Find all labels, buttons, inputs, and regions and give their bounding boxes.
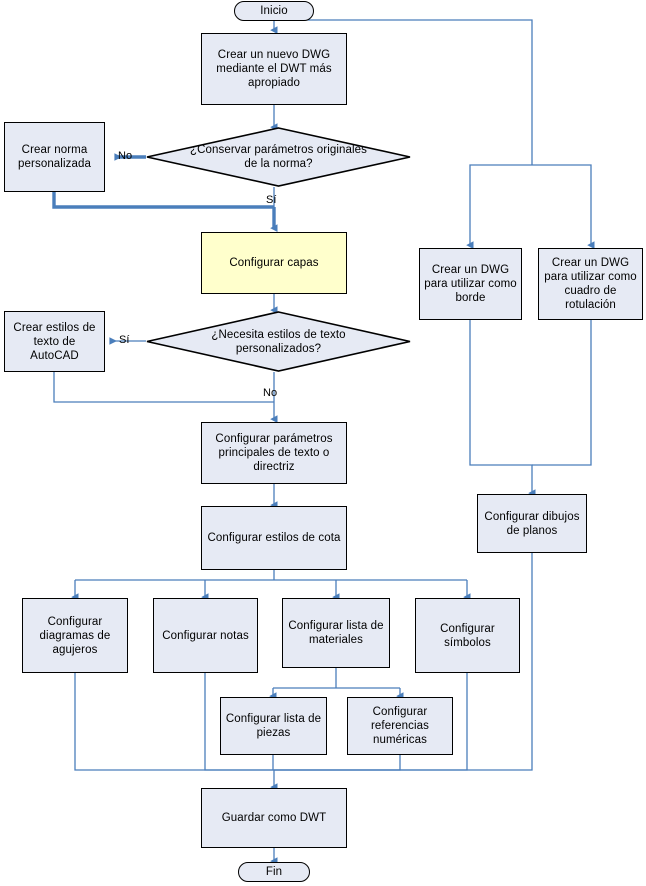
edge-crear-norma-return bbox=[52, 192, 274, 209]
node-crear-estilos-texto[interactable]: Crear estilos de texto de AutoCAD bbox=[4, 311, 105, 372]
node-crear-norma-label: Crear norma personalizada bbox=[18, 144, 91, 170]
edge-right-branch-to-borde bbox=[466, 164, 532, 250]
edge-label-texto-no: No bbox=[263, 387, 278, 399]
node-guardar-dwt[interactable]: Guardar como DWT bbox=[201, 788, 347, 848]
node-config-dibujos-planos-label: Configurar dibujos de planos bbox=[484, 510, 580, 537]
node-dwg-borde-label: Crear un DWG para utilizar como borde bbox=[424, 264, 517, 304]
node-config-lista-piezas-label: Configurar lista de piezas bbox=[225, 713, 322, 739]
node-create-dwg[interactable]: Crear un nuevo DWG mediante el DWT más a… bbox=[201, 33, 347, 105]
node-config-dibujos-planos[interactable]: Configurar dibujos de planos bbox=[477, 494, 587, 553]
node-start-label: Inicio bbox=[260, 5, 288, 17]
node-crear-estilos-texto-label: Crear estilos de texto de AutoCAD bbox=[13, 321, 96, 362]
edge-right-branch-to-rotulacion bbox=[532, 164, 595, 250]
node-config-estilos-cota-label: Configurar estilos de cota bbox=[207, 532, 341, 544]
edge-refs-to-rail bbox=[274, 755, 401, 771]
edge-borde-to-planos bbox=[469, 320, 536, 498]
node-config-simbolos[interactable]: Configurar símbolos bbox=[415, 598, 520, 673]
node-decision-texto-label: ¿Necesita estilos de texto personalizado… bbox=[211, 328, 346, 355]
decision-texto-shape bbox=[146, 311, 411, 372]
node-create-dwg-label: Crear un nuevo DWG mediante el DWT más a… bbox=[216, 49, 332, 89]
node-config-refs-numericas-label: Configurar referencias numéricas bbox=[371, 706, 429, 746]
node-config-lista-materiales-label: Configurar lista de materiales bbox=[288, 620, 384, 646]
node-config-diagramas[interactable]: Configurar diagramas de agujeros bbox=[22, 598, 128, 673]
edge-label-norma-si: Sí bbox=[266, 194, 277, 206]
node-config-refs-numericas[interactable]: Configurar referencias numéricas bbox=[347, 697, 453, 755]
edge-rotulacion-to-planos bbox=[532, 320, 592, 466]
node-configurar-capas[interactable]: Configurar capas bbox=[201, 232, 347, 294]
node-config-simbolos-label: Configurar símbolos bbox=[440, 622, 495, 649]
node-guardar-dwt-label: Guardar como DWT bbox=[221, 812, 327, 824]
node-crear-norma[interactable]: Crear norma personalizada bbox=[4, 122, 105, 192]
node-config-estilos-cota[interactable]: Configurar estilos de cota bbox=[201, 506, 347, 570]
node-dwg-rotulacion-label: Crear un DWG para utilizar como cuadro d… bbox=[544, 257, 637, 311]
node-config-lista-materiales[interactable]: Configurar lista de materiales bbox=[282, 598, 390, 668]
decision-norma-shape bbox=[146, 127, 411, 187]
node-decision-norma[interactable]: ¿Conservar parámetros originales de la n… bbox=[146, 127, 411, 187]
node-config-lista-piezas[interactable]: Configurar lista de piezas bbox=[220, 697, 327, 755]
node-decision-norma-label: ¿Conservar parámetros originales de la n… bbox=[189, 144, 368, 170]
edge-label-texto-si: Sí bbox=[119, 334, 130, 346]
node-config-notas-label: Configurar notas bbox=[162, 629, 249, 642]
node-end[interactable]: Fin bbox=[238, 862, 310, 882]
node-config-param-texto[interactable]: Configurar parámetros principales de tex… bbox=[201, 422, 347, 484]
node-config-param-texto-label: Configurar parámetros principales de tex… bbox=[215, 433, 333, 473]
edge-crear-estilos-return bbox=[53, 372, 274, 403]
node-end-label: Fin bbox=[265, 866, 283, 878]
node-dwg-borde[interactable]: Crear un DWG para utilizar como borde bbox=[419, 248, 522, 320]
node-start[interactable]: Inicio bbox=[234, 1, 314, 21]
node-config-notas[interactable]: Configurar notas bbox=[153, 598, 258, 673]
node-configurar-capas-label: Configurar capas bbox=[229, 257, 319, 269]
node-config-diagramas-label: Configurar diagramas de agujeros bbox=[39, 615, 111, 656]
node-decision-texto[interactable]: ¿Necesita estilos de texto personalizado… bbox=[146, 311, 411, 372]
edge-label-norma-no: No bbox=[118, 150, 133, 162]
node-dwg-rotulacion[interactable]: Crear un DWG para utilizar como cuadro d… bbox=[538, 248, 643, 320]
